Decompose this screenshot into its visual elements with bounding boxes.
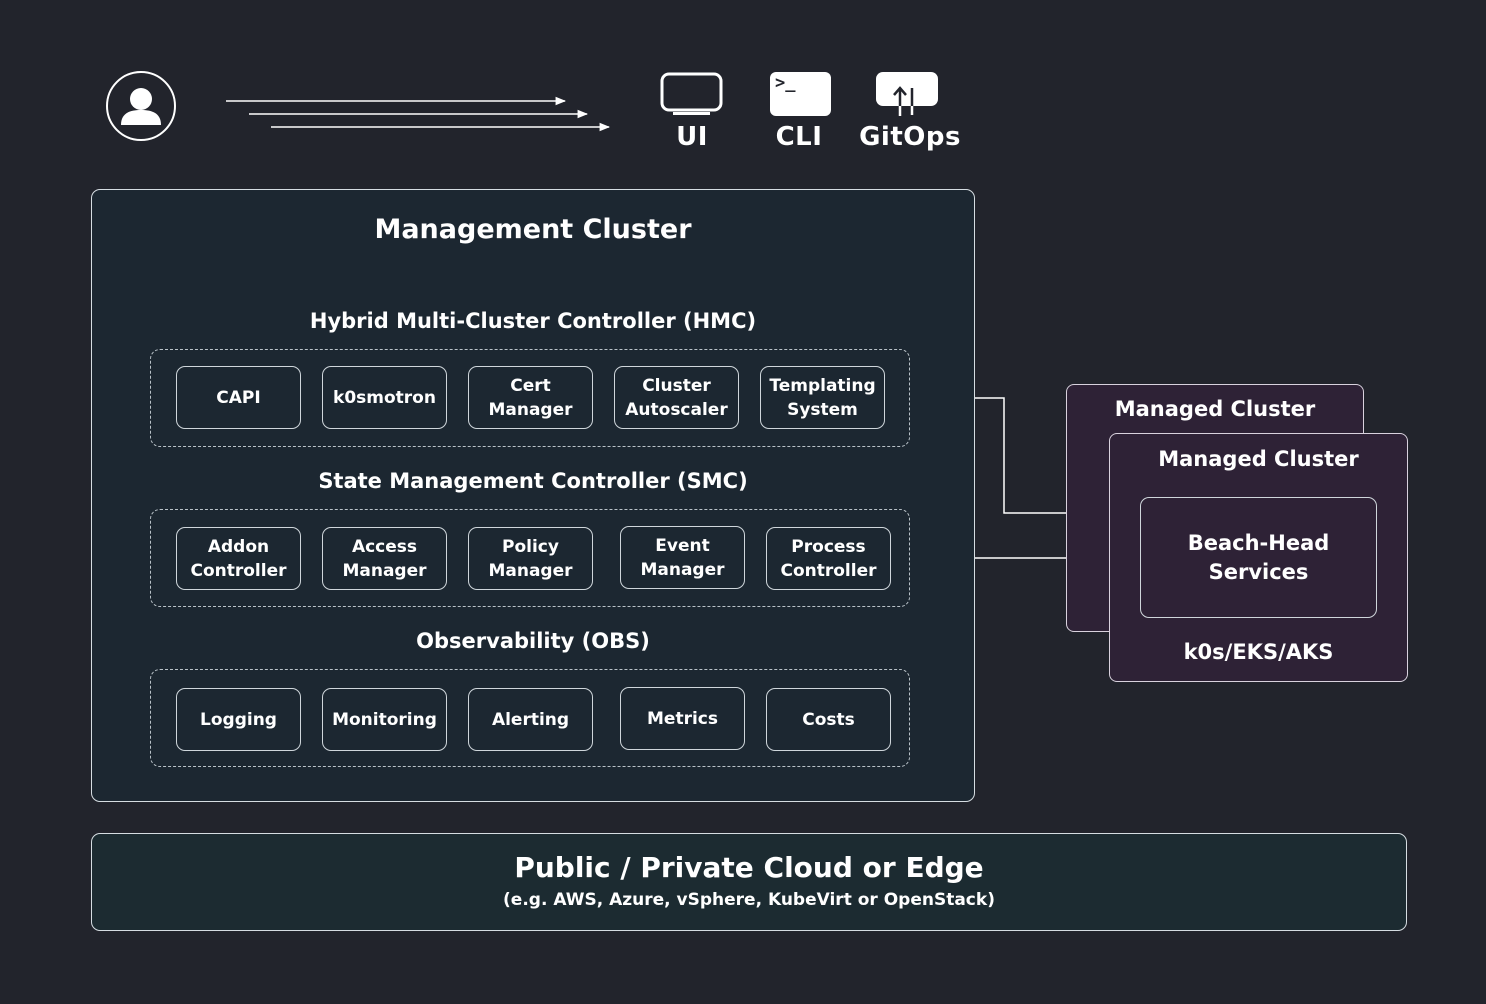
component-label: Access — [351, 536, 418, 557]
component-label: k0smotron — [333, 387, 436, 408]
infrastructure-title: Public / Private Cloud or Edge — [514, 851, 984, 884]
hmc-group — [150, 349, 910, 447]
component-label: Process — [791, 536, 866, 557]
beach-head-label: Services — [1208, 559, 1309, 584]
metrics-component: Metrics — [620, 687, 745, 750]
component-label: Policy — [502, 536, 559, 557]
component-label: System — [787, 399, 858, 420]
monitor-icon — [660, 72, 724, 122]
component-label: Controller — [190, 560, 287, 581]
alerting-component: Alerting — [468, 688, 593, 751]
managed-cluster-front-title: Managed Cluster — [1158, 447, 1359, 471]
hmc-title: Hybrid Multi-Cluster Controller (HMC) — [309, 309, 757, 333]
beach-head-label: Beach-Head — [1187, 530, 1330, 555]
component-label: Manager — [640, 559, 725, 580]
terminal-icon: >_ — [770, 72, 831, 116]
component-label: Manager — [488, 560, 573, 581]
infrastructure-layer: Public / Private Cloud or Edge (e.g. AWS… — [91, 833, 1407, 931]
logging-component: Logging — [176, 688, 301, 751]
management-cluster-title: Management Cluster — [374, 214, 692, 245]
component-label: Manager — [488, 399, 573, 420]
distros-label: k0s/EKS/AKS — [1183, 640, 1334, 664]
managed-cluster-back-title: Managed Cluster — [1114, 397, 1316, 421]
smc-group — [150, 509, 910, 607]
terminal-prompt: >_ — [775, 73, 796, 93]
component-label: Addon — [207, 536, 270, 557]
component-label: Costs — [802, 709, 855, 730]
k0smotron-component: k0smotron — [322, 366, 447, 429]
component-label: CAPI — [216, 387, 261, 408]
component-label: Alerting — [491, 709, 570, 730]
monitoring-component: Monitoring — [322, 688, 447, 751]
gitops-icon — [876, 72, 938, 117]
costs-component: Costs — [766, 688, 891, 751]
component-label: Logging — [200, 709, 277, 730]
obs-title: Observability (OBS) — [416, 629, 650, 653]
smc-title: State Management Controller (SMC) — [318, 469, 748, 493]
cli-label: CLI — [775, 122, 823, 152]
component-label: Manager — [342, 560, 427, 581]
infrastructure-subtitle: (e.g. AWS, Azure, vSphere, KubeVirt or O… — [503, 890, 995, 910]
component-label: Metrics — [647, 708, 718, 729]
obs-group — [150, 669, 910, 767]
component-label: Monitoring — [332, 709, 437, 730]
user-icon — [106, 71, 176, 141]
capi-component: CAPI — [176, 366, 301, 429]
component-label: Cert — [510, 375, 551, 396]
component-label: Event — [655, 535, 710, 556]
ui-label: UI — [676, 122, 708, 152]
component-label: Templating — [769, 375, 876, 396]
gitops-label: GitOps — [859, 122, 961, 152]
component-label: Cluster — [642, 375, 711, 396]
component-label: Autoscaler — [625, 399, 728, 420]
component-label: Controller — [780, 560, 877, 581]
